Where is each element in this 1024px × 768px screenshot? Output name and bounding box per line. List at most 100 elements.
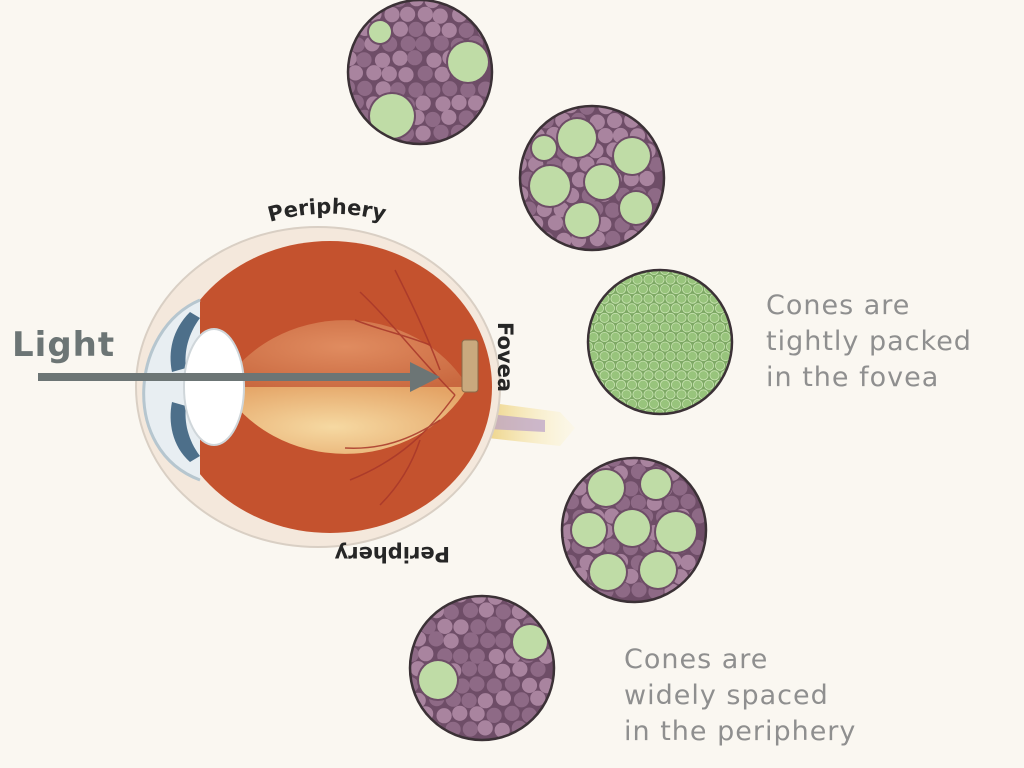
cone-cell [588, 270, 594, 275]
cone-cell [565, 203, 599, 237]
cone-cell [616, 379, 627, 390]
cone-cell [654, 370, 665, 381]
periphery-label-bottom: Periphery [334, 542, 450, 566]
rod-cell [632, 106, 649, 114]
rod-cell [425, 21, 441, 37]
cone-cell [632, 370, 643, 381]
rod-cell [357, 80, 373, 96]
cone-cell [605, 341, 616, 352]
rod-cell [477, 693, 493, 709]
rod-cell [453, 619, 469, 635]
rod-cell [411, 720, 427, 736]
cone-cell [676, 312, 687, 323]
rod-cell [562, 478, 570, 494]
cone-cell [676, 331, 687, 342]
cone-cell [638, 341, 649, 352]
rod-cell [427, 722, 443, 739]
rod-cell [477, 661, 493, 677]
cone-cell [616, 303, 627, 314]
cell-patch-border-periphery-lower [560, 456, 708, 604]
rod-cell [418, 646, 434, 662]
rod-cell [463, 632, 479, 648]
cone-cell [632, 331, 643, 342]
cone-cell [709, 408, 720, 414]
rod-cell [460, 82, 476, 98]
cone-cell [676, 389, 687, 400]
cone-cell [632, 389, 643, 400]
caption-periphery-line-3: in the periphery [624, 716, 857, 747]
cone-cell [654, 351, 665, 362]
cone-cell [643, 331, 654, 342]
cone-cell [665, 293, 676, 304]
cone-cell [621, 408, 632, 414]
cone-cell [649, 322, 660, 333]
cone-cell [671, 303, 682, 314]
cone-cell [599, 331, 610, 342]
cone-cell [621, 293, 632, 304]
fovea-label: Fovea [493, 322, 517, 392]
cone-cell [709, 274, 720, 285]
cone-cell [638, 379, 649, 390]
rod-cell [607, 113, 623, 129]
cone-cell [665, 274, 676, 285]
cone-cell [532, 136, 556, 160]
rod-cell [462, 602, 479, 619]
rod-cell [486, 616, 502, 632]
rod-cell [461, 661, 477, 677]
cone-cell [643, 389, 654, 400]
cone-cell [649, 360, 660, 371]
light-arrow [38, 362, 440, 392]
rod-cell [537, 596, 553, 605]
light-label: Light [12, 325, 115, 365]
cone-cell [693, 284, 704, 295]
rod-cell [461, 692, 477, 709]
rod-cell [400, 6, 416, 22]
cone-cell [654, 274, 665, 285]
rod-cell [530, 690, 546, 706]
rod-cell [348, 20, 357, 37]
rod-cell [547, 106, 563, 114]
cone-cell [660, 322, 671, 333]
cone-cell [530, 166, 570, 206]
rod-cell [441, 22, 457, 38]
caption-periphery-line-2: widely spaced [624, 680, 829, 711]
rod-cell [530, 661, 546, 677]
cone-cell [660, 270, 671, 275]
cone-cell [687, 293, 698, 304]
rod-cell [437, 618, 453, 635]
cone-cell [687, 312, 698, 323]
cone-cell [687, 331, 698, 342]
iris-lower [170, 402, 200, 462]
cone-cell [620, 192, 652, 224]
cone-cell [671, 360, 682, 371]
rod-cell [520, 231, 536, 247]
cone-cell [588, 408, 599, 414]
rod-cell [630, 494, 647, 511]
rod-cell [417, 65, 433, 82]
cone-cell [665, 370, 676, 381]
cone-cell [605, 398, 616, 409]
cone-cell [638, 303, 649, 314]
cone-cell [616, 284, 627, 295]
cone-cell [720, 389, 731, 400]
rod-cell [433, 35, 449, 51]
rod-cell [572, 458, 588, 466]
rod-cell [458, 22, 474, 38]
cone-cell [643, 370, 654, 381]
cone-cell [671, 341, 682, 352]
rod-cell [453, 648, 469, 664]
cone-cell [665, 389, 676, 400]
rod-cell [458, 0, 474, 9]
cone-cell [649, 303, 660, 314]
rod-cell [623, 481, 639, 497]
cell-patch-border-far-periphery-lower [408, 594, 556, 742]
cone-cell [704, 398, 715, 409]
rod-cell [672, 480, 688, 496]
rod-cell [475, 109, 492, 125]
cone-cell [605, 360, 616, 371]
cone-cell [599, 351, 610, 362]
cell-patch-border-periphery-upper [518, 104, 666, 252]
cell-patch-periphery-lower [562, 458, 706, 602]
rod-cell [411, 603, 427, 619]
